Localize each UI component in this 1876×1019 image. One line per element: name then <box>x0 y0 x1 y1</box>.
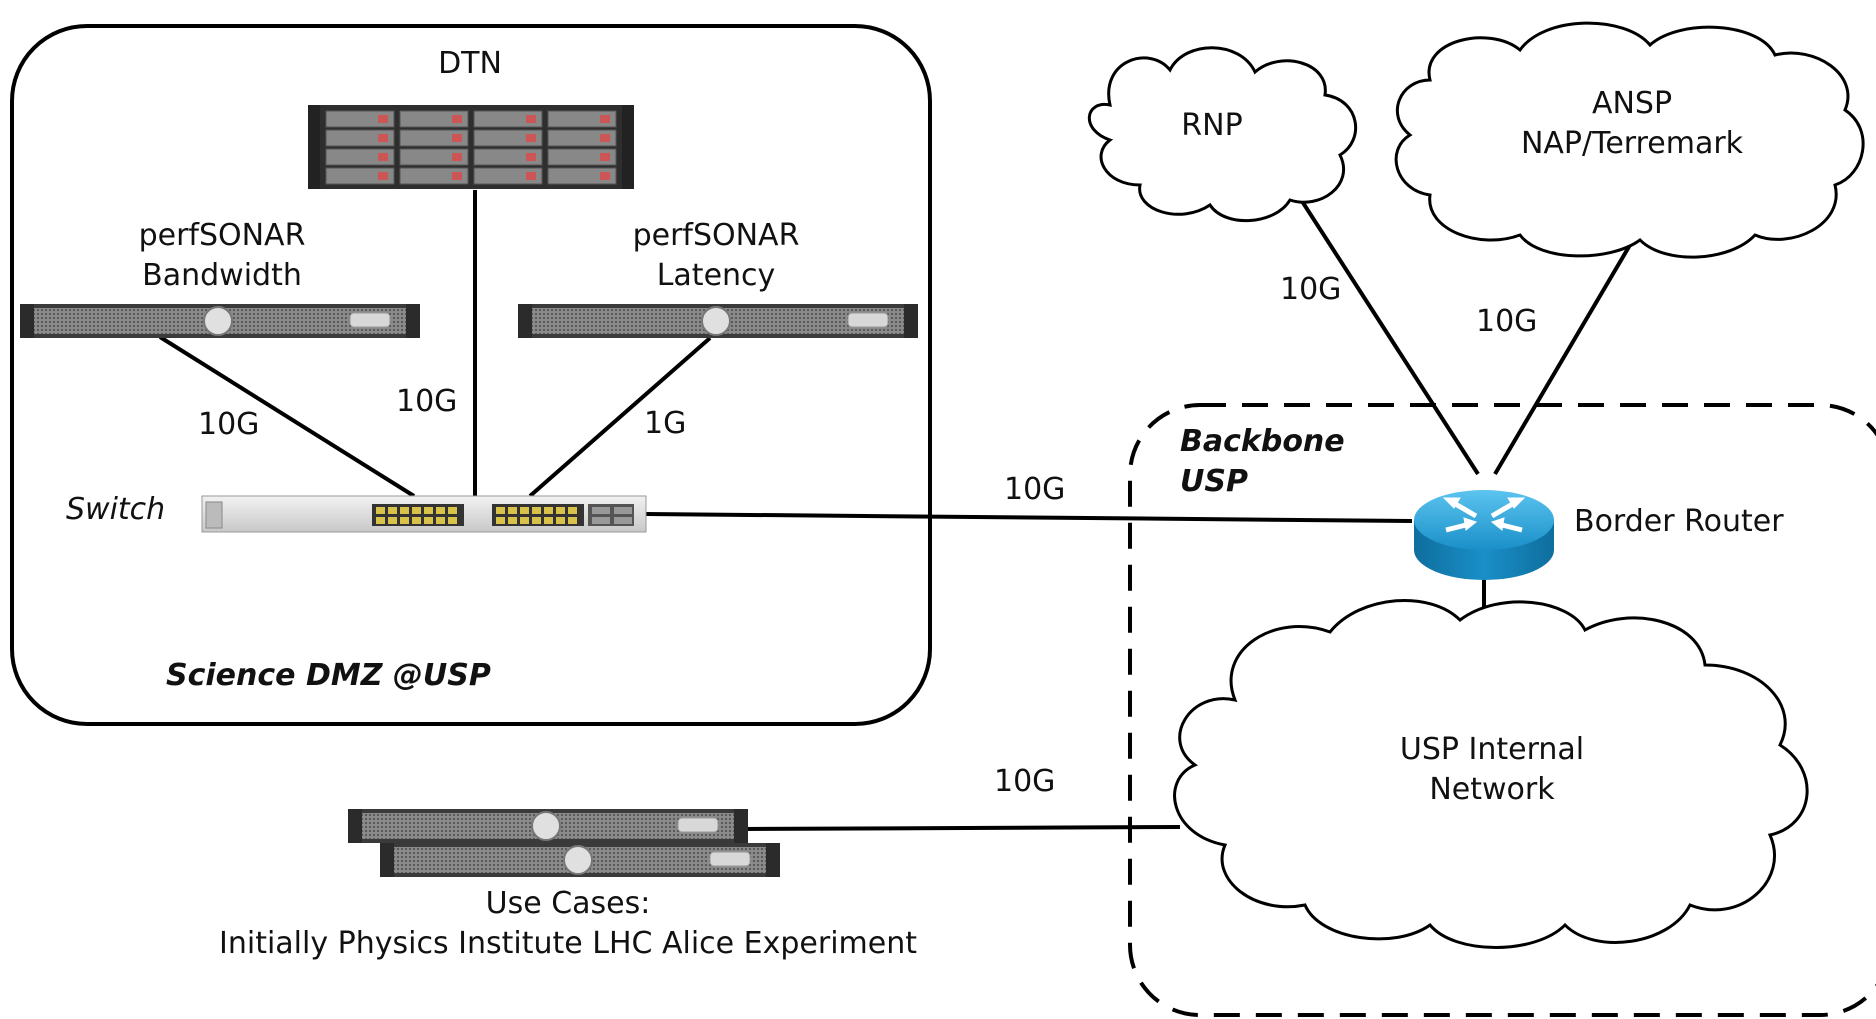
usp-internal-label-line1: USP Internal <box>1399 732 1585 767</box>
ansp-cloud <box>1394 21 1865 259</box>
perfsonar-latency-label-line1: perfSONAR <box>632 218 800 253</box>
perfsonar-bandwidth-label: perfSONAR Bandwidth <box>139 216 306 296</box>
link-perfsonar-lat-switch <box>528 336 712 498</box>
border-router-label: Border Router <box>1574 504 1784 539</box>
link-label-dtn: 10G <box>396 384 458 419</box>
science-dmz-label: Science DMZ @USP <box>166 658 491 693</box>
rnp-label: RNP <box>1181 108 1243 143</box>
switch-icon <box>201 495 647 533</box>
link-rnp-router <box>1296 193 1480 476</box>
dtn-label: DTN <box>438 46 502 81</box>
perfsonar-latency-label: perfSONAR Latency <box>633 216 800 296</box>
link-label-switch-router: 10G <box>1004 472 1066 507</box>
backbone-usp-label: Backbone USP <box>1180 422 1345 502</box>
perfsonar-bandwidth-server-icon <box>19 303 421 339</box>
backbone-usp-label-line1: Backbone <box>1180 424 1345 459</box>
link-ansp-router <box>1493 243 1632 476</box>
ansp-label: ANSP NAP/Terremark <box>1521 84 1743 164</box>
link-perfsonar-bw-switch <box>158 335 416 498</box>
link-label-ansp: 10G <box>1476 304 1538 339</box>
perfsonar-bandwidth-label-line2: Bandwidth <box>142 258 302 293</box>
use-cases-label-line2: Initially Physics Institute LHC Alice Ex… <box>218 926 918 961</box>
backbone-usp-label-line2: USP <box>1180 464 1248 499</box>
border-router-icon <box>1414 490 1554 580</box>
link-label-perfsonar-bw: 10G <box>198 407 260 442</box>
perfsonar-latency-server-icon <box>517 303 919 339</box>
use-case-server-1-icon <box>347 808 749 844</box>
use-case-server-2-icon <box>379 842 781 878</box>
use-cases-label: Use Cases: Initially Physics Institute L… <box>219 884 917 964</box>
dtn-storage-icon <box>308 105 634 189</box>
backbone-usp-boundary <box>1128 403 1876 1017</box>
use-cases-label-line1: Use Cases: <box>485 886 651 921</box>
link-label-rnp: 10G <box>1280 272 1342 307</box>
link-switch-router <box>645 512 1413 523</box>
perfsonar-bandwidth-label-line1: perfSONAR <box>138 218 306 253</box>
usp-internal-label: USP Internal Network <box>1400 730 1584 810</box>
rnp-cloud <box>1087 46 1357 223</box>
usp-internal-label-line2: Network <box>1429 772 1555 807</box>
usp-internal-cloud <box>1173 599 1809 949</box>
science-dmz-boundary <box>10 24 932 726</box>
link-label-perfsonar-lat: 1G <box>644 406 687 441</box>
ansp-label-line1: ANSP <box>1591 86 1673 121</box>
link-label-usecases: 10G <box>994 764 1056 799</box>
switch-label: Switch <box>66 492 166 527</box>
ansp-label-line2: NAP/Terremark <box>1520 126 1744 161</box>
link-usecases-internal <box>743 825 1181 831</box>
perfsonar-latency-label-line2: Latency <box>656 258 776 293</box>
